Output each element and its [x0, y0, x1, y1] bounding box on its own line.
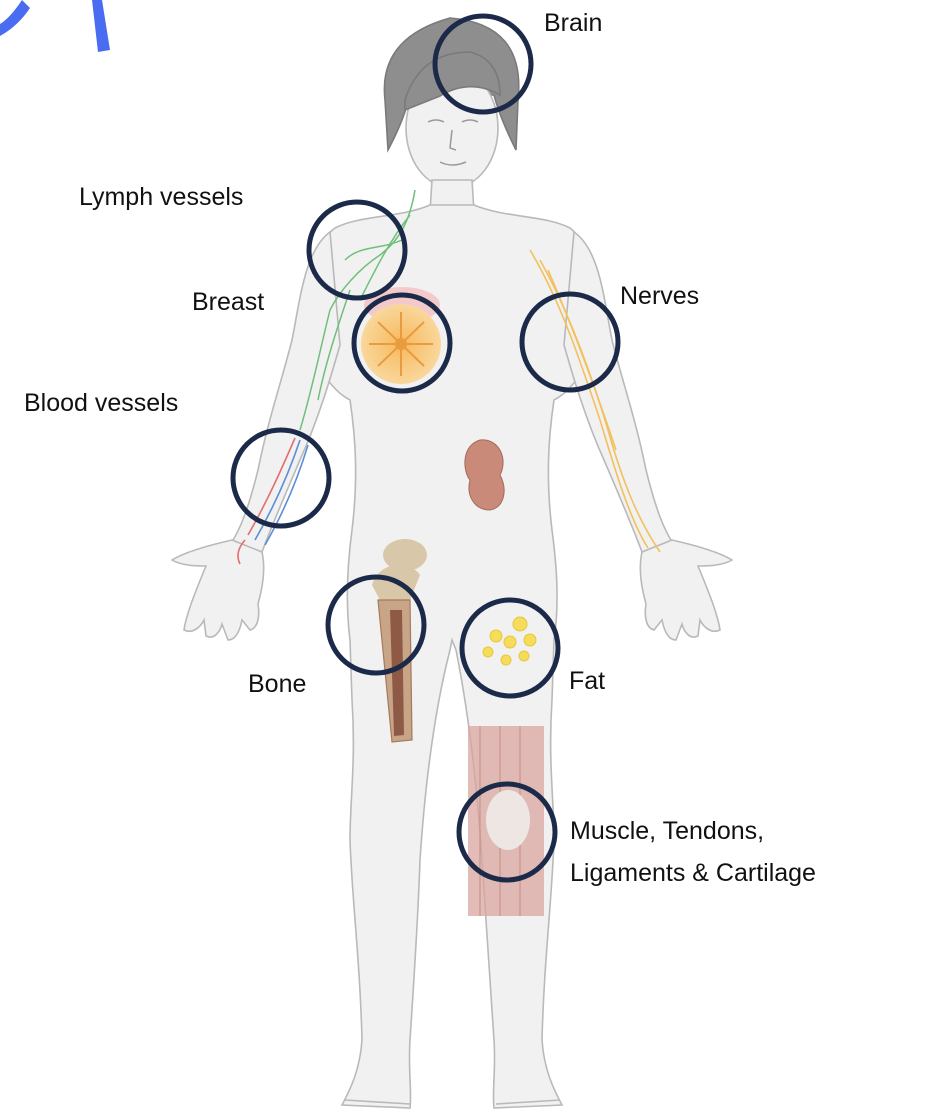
label-muscle-line2: Ligaments & Cartilage: [570, 856, 816, 890]
left-hand: [640, 540, 732, 640]
right-hand: [172, 540, 264, 640]
label-muscle-line1: Muscle, Tendons,: [570, 814, 764, 848]
human-body-figure: [172, 18, 732, 1108]
label-nerves: Nerves: [620, 279, 699, 313]
label-brain: Brain: [544, 6, 602, 40]
label-bone: Bone: [248, 667, 306, 701]
label-lymph-vessels: Lymph vessels: [79, 180, 243, 214]
decorative-arc: [0, 0, 110, 52]
label-breast: Breast: [192, 285, 264, 319]
label-fat: Fat: [569, 664, 605, 698]
muscle-tissue: [468, 726, 544, 916]
label-blood-vessels: Blood vessels: [24, 386, 178, 420]
